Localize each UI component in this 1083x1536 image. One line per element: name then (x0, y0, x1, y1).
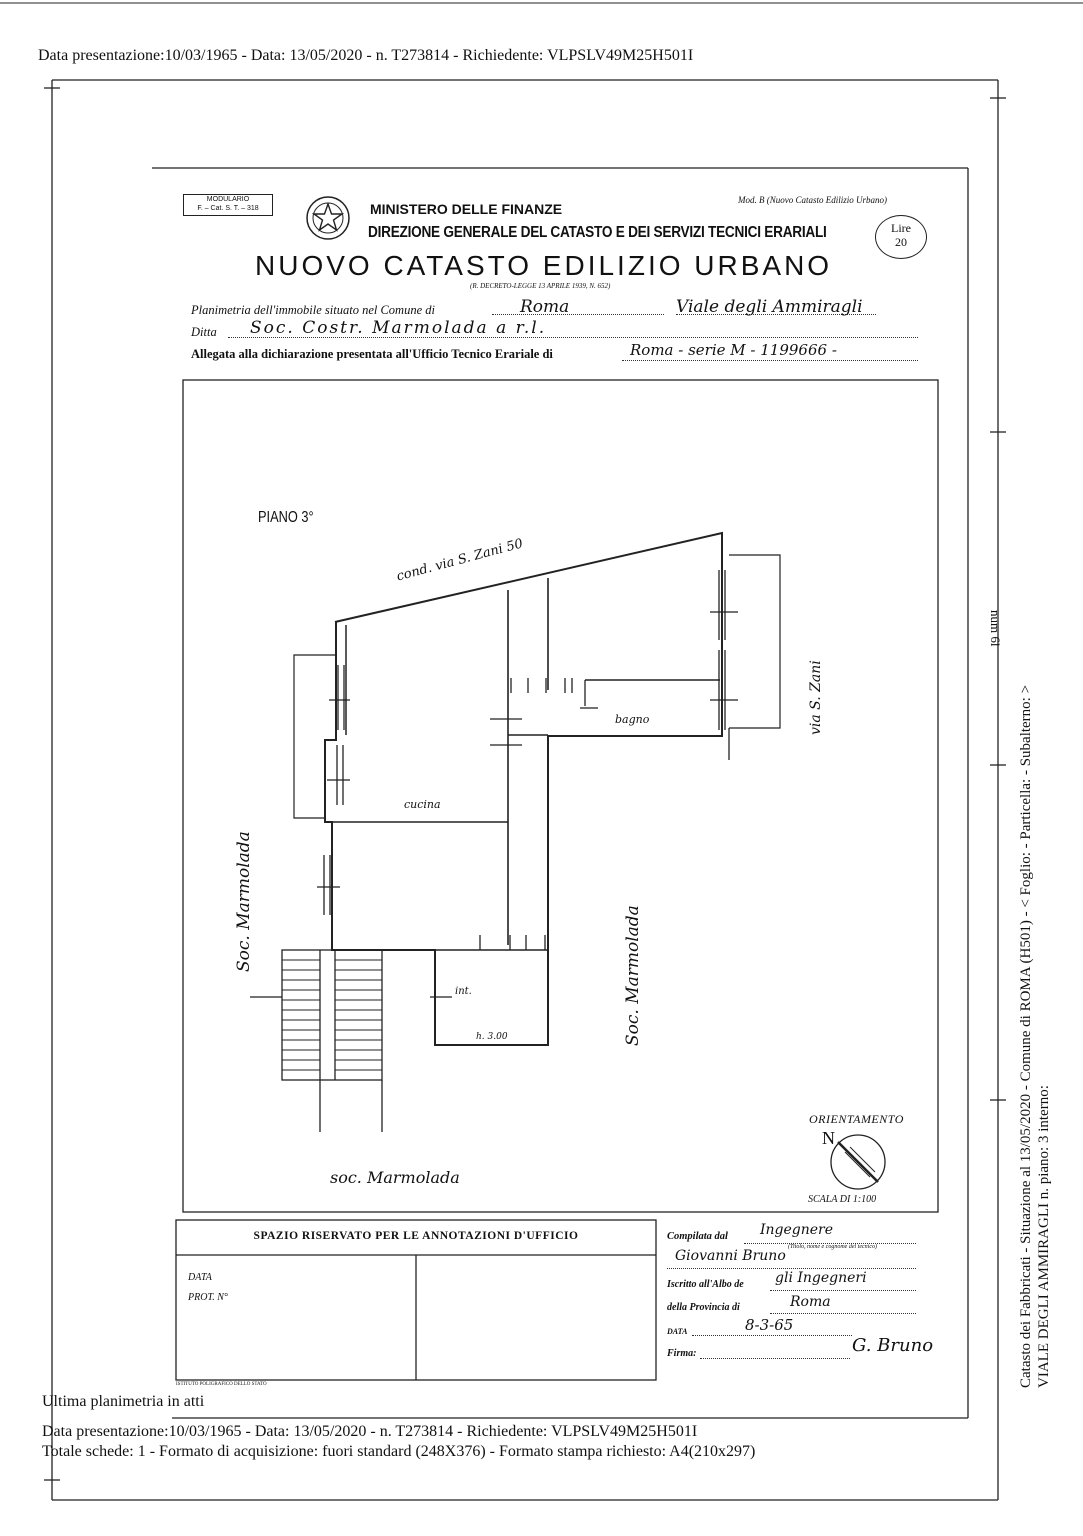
modulario-label: MODULARIO (206, 196, 250, 203)
republic-emblem-icon (303, 193, 353, 243)
soc-center-label: Soc. Marmolada (623, 905, 643, 1046)
footer-line2: Totale schede: 1 - Formato di acquisizio… (42, 1443, 756, 1460)
firma-label: Firma: (667, 1348, 697, 1359)
document-title: NUOVO CATASTO EDILIZIO URBANO (255, 250, 833, 281)
side-text-line2: VIALE DEGLI AMMIRAGLI n. piano: 3 intern… (1036, 1085, 1052, 1388)
iscritto-underline (770, 1290, 916, 1291)
modulario-code: F. – Cat. S. T. – 318 (197, 205, 259, 212)
name-underline (667, 1268, 916, 1269)
room-cucina: cucina (404, 798, 441, 811)
row1-underline (492, 314, 664, 315)
via-label: via S. Zani (808, 660, 824, 735)
int-label: int. (455, 986, 472, 997)
firma-underline (700, 1358, 850, 1359)
stamp-value: 20 (895, 235, 907, 249)
stamp-lire: Lire (891, 221, 911, 235)
row2-underline (228, 337, 918, 338)
office-prot-label: PROT. N° (188, 1292, 228, 1303)
row3-underline (622, 360, 918, 361)
ministry-name: MINISTERO DELLE FINANZE (370, 201, 563, 217)
footer-line1: Data presentazione:10/03/1965 - Data: 13… (42, 1423, 698, 1440)
provincia-value: Roma (790, 1294, 831, 1310)
header-top-line: Data presentazione:10/03/1965 - Data: 13… (38, 47, 694, 64)
row1-label: Planimetria dell'immobile situato nel Co… (191, 303, 435, 317)
mod-b-label: Mod. B (Nuovo Catasto Edilizio Urbano) (738, 195, 887, 205)
row3-value: Roma - serie M - 1199666 - (630, 341, 837, 359)
provincia-label: della Provincia di (667, 1302, 740, 1313)
provincia-underline (770, 1313, 916, 1314)
side-text-fragment: num 6l (988, 610, 1003, 647)
row2-value: Soc. Costr. Marmolada a r.l. (250, 318, 547, 338)
name-value: Giovanni Bruno (675, 1248, 786, 1264)
date-value: 8-3-65 (745, 1316, 794, 1334)
iscritto-value: gli Ingegneri (775, 1270, 867, 1286)
date-label: DATA (667, 1327, 688, 1336)
decree-note: (R. DECRETO-LEGGE 13 APRILE 1939, N. 652… (470, 282, 611, 290)
room-bagno: bagno (615, 713, 650, 726)
title-note: (Titolo, nome e cognome del tecnico) (788, 1244, 877, 1250)
row1-street: Viale degli Ammiragli (676, 297, 863, 317)
scale-label: SCALA DI 1:100 (808, 1194, 877, 1205)
soc-bottom-label: soc. Marmolada (330, 1168, 460, 1187)
modulario-box: MODULARIO F. – Cat. S. T. – 318 (183, 194, 273, 216)
orientation-label: ORIENTAMENTO (809, 1112, 904, 1126)
revenue-stamp: Lire 20 (875, 215, 927, 259)
floor-label: PIANO 3° (258, 509, 314, 526)
north-label: N (822, 1128, 835, 1148)
row2-label: Ditta (191, 325, 217, 339)
office-data-label: DATA (188, 1272, 212, 1283)
footer-ultima: Ultima planimetria in atti (42, 1393, 205, 1410)
signature: G. Bruno (852, 1335, 934, 1356)
compilata-underline (744, 1243, 916, 1244)
side-text-line1: Catasto dei Fabbricati - Situazione al 1… (1018, 684, 1034, 1388)
height-label: h. 3.00 (476, 1032, 508, 1042)
direction-name: DIREZIONE GENERALE DEL CATASTO E DEI SER… (368, 224, 827, 241)
printer-note: ISTITUTO POLIGRAFICO DELLO STATO (176, 1382, 267, 1387)
row3-label: Allegata alla dichiarazione presentata a… (191, 347, 553, 361)
soc-left-label: Soc. Marmolada (234, 831, 254, 972)
row1-street-underline (676, 314, 876, 315)
iscritto-label: Iscritto all'Albo de (667, 1279, 744, 1290)
date-underline (692, 1335, 852, 1336)
office-title: SPAZIO RISERVATO PER LE ANNOTAZIONI D'UF… (253, 1230, 579, 1242)
compilata-label: Compilata dal (667, 1231, 728, 1242)
compilata-value: Ingegnere (760, 1222, 834, 1238)
row1-value: Roma (520, 297, 570, 317)
